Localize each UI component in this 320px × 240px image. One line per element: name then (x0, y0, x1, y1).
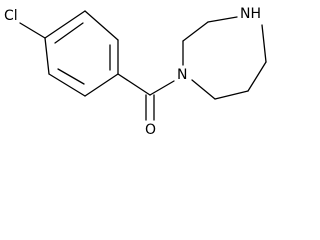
carbonyl-n-bond (149, 80, 175, 96)
benzene-ring (44, 10, 119, 97)
amide-nitrogen-label: N (177, 67, 187, 83)
molecule-structure: Cl O N NH (4, 6, 267, 138)
aryl-carbonyl-bond (117, 73, 151, 96)
carbonyl-double-bond (145, 94, 155, 121)
c-cl-bond (19, 22, 46, 39)
chlorine-label: Cl (4, 8, 18, 24)
oxygen-label: O (145, 122, 156, 138)
amine-nitrogen-label: NH (240, 6, 261, 22)
diazepane-ring (182, 16, 267, 100)
